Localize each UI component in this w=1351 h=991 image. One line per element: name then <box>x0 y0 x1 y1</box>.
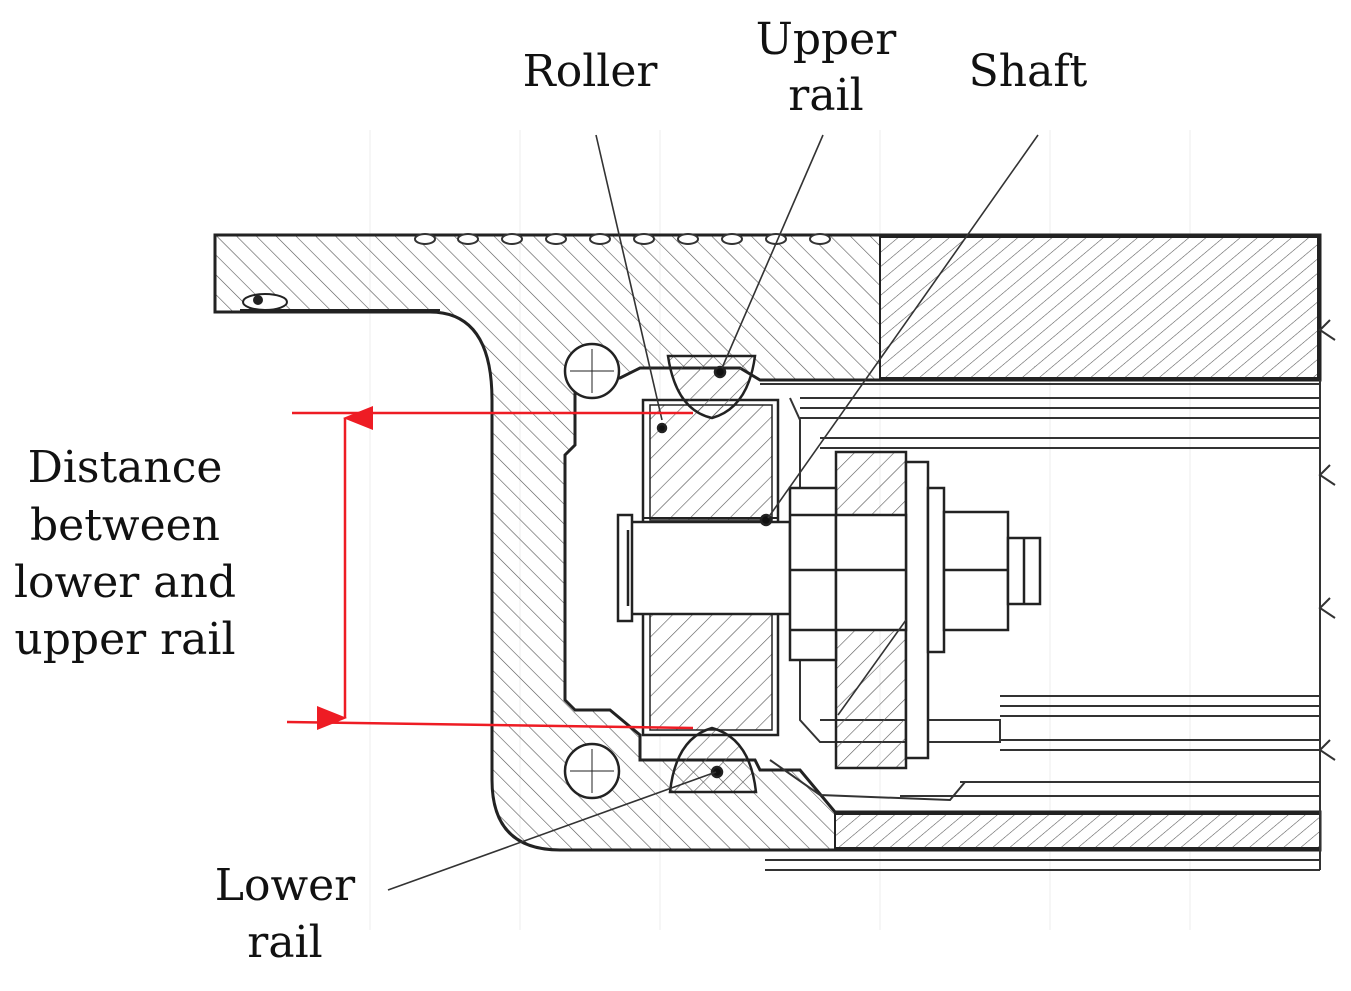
labels: Roller Upper rail Shaft Distance between… <box>14 14 1088 968</box>
shaft-leader <box>767 134 1039 519</box>
rail-balls <box>563 342 621 800</box>
lower-roller <box>668 513 773 794</box>
label-shaft: Shaft <box>969 46 1088 97</box>
label-distance-1: Distance <box>28 442 223 493</box>
leader-lines <box>387 134 1039 891</box>
label-lower-rail-2: rail <box>247 917 322 968</box>
nut-assembly <box>788 450 1042 770</box>
label-upper-rail-2: rail <box>788 70 863 121</box>
label-lower-rail-1: Lower <box>215 860 356 911</box>
shaft-leader-ext <box>837 619 907 716</box>
lower-rail-leader <box>387 771 717 891</box>
upper-roller <box>656 354 757 434</box>
label-distance-2: between <box>30 500 220 551</box>
upper-rail-leader <box>721 134 824 369</box>
distance-dimension <box>286 406 694 730</box>
seal-detail <box>240 293 440 311</box>
label-upper-rail-1: Upper <box>756 14 897 65</box>
rail-tube <box>760 319 1336 871</box>
top-bolt-holes <box>414 233 831 245</box>
lower-extension-line <box>286 720 694 730</box>
housing-body <box>213 233 1322 852</box>
label-roller: Roller <box>523 46 659 97</box>
label-distance-4: upper rail <box>14 614 235 665</box>
label-distance-3: lower and <box>14 557 236 608</box>
shaft <box>616 513 792 623</box>
roller-leader <box>595 134 663 421</box>
